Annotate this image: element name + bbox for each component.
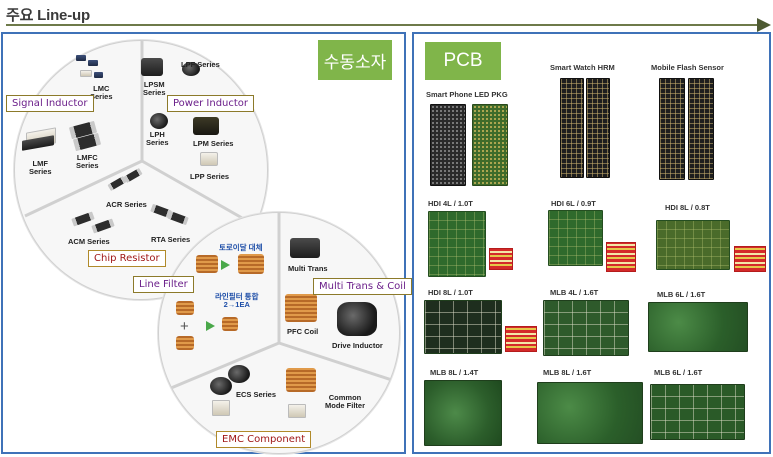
- lmf-label: LMF Series: [29, 159, 52, 176]
- power-inductor-label: Power Inductor: [167, 95, 255, 112]
- mlb-8l-label-a: MLB 8L / 1.4T: [430, 368, 479, 377]
- cmf-image-2: [288, 404, 306, 418]
- arrow-right-icon-2: [206, 321, 215, 331]
- lpsm-label: LPSM Series: [143, 80, 166, 97]
- arrow-right-icon: [221, 260, 230, 270]
- page-title: 주요 Line-up: [6, 7, 90, 24]
- lpf-image: [182, 62, 200, 76]
- line-filter-label: Line Filter: [133, 276, 194, 293]
- mlb-4l-label: MLB 4L / 1.6T: [550, 288, 599, 297]
- mlb-8l-board-b: [537, 382, 643, 444]
- smd-filter-image: [238, 254, 264, 274]
- lmc-label: LMC Series: [90, 84, 113, 101]
- hdi-8l-board-b: [424, 300, 502, 354]
- toroid-note: 토로이달 대체: [219, 243, 263, 252]
- acm-label: ACM Series: [68, 237, 110, 246]
- smart-watch-hrm-board: [560, 78, 584, 178]
- passive-components-tag: 수동소자: [318, 40, 392, 80]
- lmc-chip-image-4: [94, 72, 103, 78]
- multi-trans-image: [290, 238, 320, 258]
- hdi-4l-label: HDI 4L / 1.0T: [428, 199, 473, 208]
- ecs-image-2: [210, 377, 232, 395]
- integrated-filter-image: [222, 317, 238, 331]
- cmf-image: [286, 368, 316, 392]
- header-divider: [6, 24, 761, 26]
- hdi-8l-board-a: [656, 220, 730, 270]
- cmf-label: Common Mode Filter: [325, 393, 366, 410]
- hdi-8l-cross-section-b: [505, 326, 537, 352]
- ecs-image: [228, 365, 250, 383]
- drive-inductor-label: Drive Inductor: [332, 341, 383, 350]
- lpm-label: LPM Series: [193, 139, 234, 148]
- lpsm-image: [141, 58, 163, 76]
- linefilter-note: 라인필터 통합 2→1EA: [215, 292, 259, 309]
- signal-inductor-label: Signal Inductor: [6, 95, 94, 112]
- toroid-filter-image: [196, 255, 218, 273]
- disc-dividers-2: [159, 213, 399, 395]
- hdi-4l-board: [428, 211, 486, 277]
- rta-label: RTA Series: [151, 235, 191, 244]
- hdi-6l-label: HDI 6L / 0.9T: [551, 199, 596, 208]
- multi-trans-label: Multi Trans: [288, 264, 328, 273]
- emc-component-label: EMC Component: [216, 431, 312, 448]
- lpp-label: LPP Series: [190, 172, 230, 181]
- hdi-6l-cross-section: [606, 242, 636, 272]
- mobile-flash-sensor-board: [659, 78, 685, 180]
- mlb-6l-board-a: [648, 302, 748, 352]
- smart-watch-hrm-board-2: [586, 78, 610, 178]
- hdi-4l-cross-section: [489, 248, 513, 270]
- lpp-image: [200, 152, 218, 166]
- mlb-4l-board: [543, 300, 629, 356]
- pfc-coil-image: [285, 294, 317, 322]
- smart-phone-led-board-2: [472, 104, 508, 186]
- lmc-chip-image-3: [80, 70, 92, 77]
- lpf-label: LPF Series: [181, 60, 220, 69]
- lmc-chip-image-2: [88, 60, 98, 66]
- header-arrow: [757, 18, 771, 32]
- lph-label: LPH Series: [146, 130, 169, 147]
- pfc-coil-label: PFC Coil: [287, 327, 319, 336]
- smart-watch-hrm-label: Smart Watch HRM: [550, 63, 615, 72]
- line-filter-b-image: [176, 336, 194, 350]
- mobile-flash-sensor-label: Mobile Flash Sensor: [651, 63, 724, 72]
- lpm-image: [193, 117, 219, 135]
- mlb-6l-label-a: MLB 6L / 1.6T: [657, 290, 706, 299]
- mlb-8l-board-a: [424, 380, 502, 446]
- drive-inductor-image: [337, 302, 377, 336]
- ecs-label: ECS Series: [236, 390, 277, 399]
- multi-trans-coil-label: Multi Trans & Coil: [313, 278, 412, 295]
- mlb-8l-label-b: MLB 8L / 1.6T: [543, 368, 592, 377]
- lmfc-label: LMFC Series: [76, 153, 99, 170]
- hdi-8l-label-b: HDI 8L / 1.0T: [428, 288, 473, 297]
- hdi-8l-cross-section-a: [734, 246, 766, 272]
- chip-resistor-label: Chip Resistor: [88, 250, 166, 267]
- mlb-6l-label-b: MLB 6L / 1.6T: [654, 368, 703, 377]
- plus-icon: +: [180, 318, 189, 335]
- mobile-flash-sensor-board-2: [688, 78, 714, 180]
- line-filter-a-image: [176, 301, 194, 315]
- hdi-6l-board: [548, 210, 603, 266]
- mlb-6l-board-b: [650, 384, 745, 440]
- pcb-tag: PCB: [425, 42, 501, 80]
- lph-image: [150, 113, 168, 129]
- lmc-chip-image: [76, 55, 86, 61]
- smart-phone-led-label: Smart Phone LED PKG: [426, 90, 508, 99]
- smart-phone-led-board: [430, 104, 466, 186]
- acr-label: ACR Series: [106, 200, 147, 209]
- hdi-8l-label-a: HDI 8L / 0.8T: [665, 203, 710, 212]
- ecs-image-3: [212, 400, 230, 416]
